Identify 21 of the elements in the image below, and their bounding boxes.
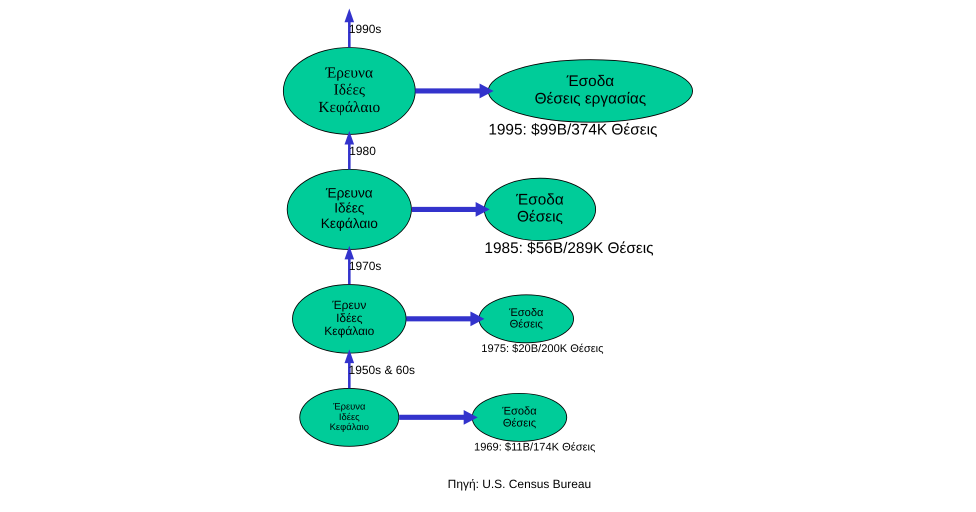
- arrow: [406, 311, 484, 326]
- label: Πηγή: U.S. Census Bureau: [448, 477, 592, 492]
- arrow: [344, 130, 354, 170]
- arrow: [344, 8, 354, 48]
- node-ellipse: Έρευνα Ιδέες Κεφάλαιο: [299, 388, 400, 447]
- node-ellipse: Έσοδα Θέσεις: [478, 294, 574, 344]
- arrow: [412, 202, 490, 217]
- node-label: 1969: $11B/174K Θέσεις: [474, 441, 596, 454]
- node-ellipse: Έρευνα Ιδέες Κεφάλαιο: [286, 168, 412, 250]
- node-ellipse: Έσοδα Θέσεις εργασίας: [488, 59, 693, 123]
- arrow: [399, 410, 478, 425]
- arrow: [344, 349, 354, 388]
- node-ellipse: Έρευνα Ιδέες Κεφάλαιο: [282, 47, 416, 135]
- node-label: 1995: $99B/374K Θέσεις: [488, 122, 658, 139]
- node-ellipse: Έσοδα Θέσεις: [472, 392, 568, 442]
- node-label: 1985: $56B/289K Θέσεις: [484, 240, 654, 258]
- node-ellipse: Έσοδα Θέσεις: [484, 178, 596, 242]
- arrow: [415, 84, 494, 98]
- node-label: 1975: $20B/200K Θέσεις: [481, 342, 604, 355]
- arrow: [344, 246, 354, 284]
- node-ellipse: Έρευν Ιδέες Κεφάλαιο: [292, 284, 407, 354]
